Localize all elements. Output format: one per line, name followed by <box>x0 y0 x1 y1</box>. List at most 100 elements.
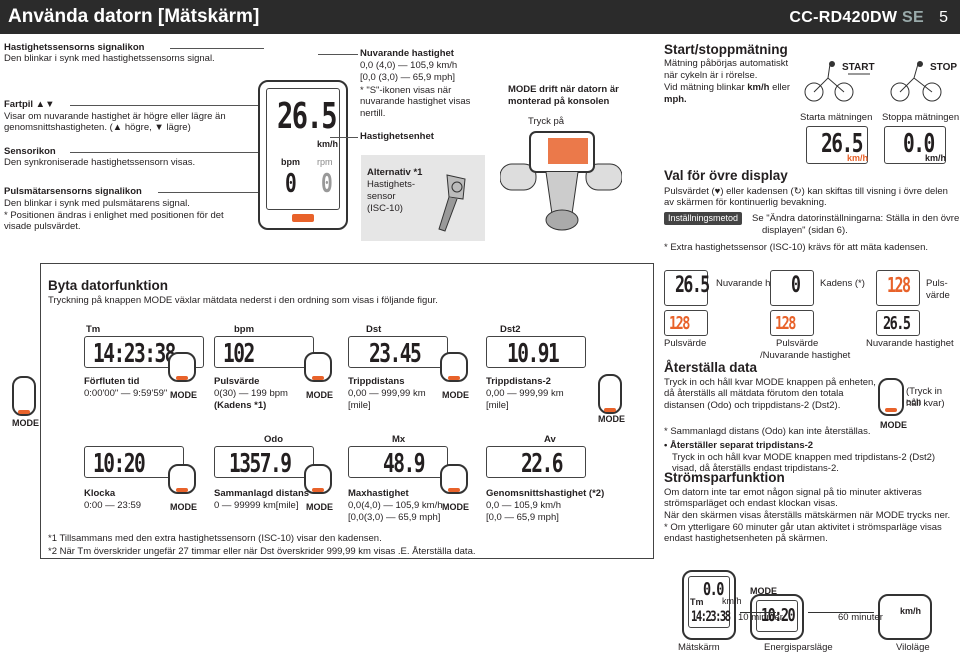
speed-title: Nuvarande hastighet <box>360 48 454 59</box>
dst2-extra: [mile] <box>486 400 509 411</box>
top-label-3: Puls- <box>926 278 948 289</box>
bpm-range: 0(30) — 199 bpm <box>214 388 288 399</box>
clock-lcd: 10:20 <box>84 446 184 479</box>
mode-label: MODE <box>442 502 469 512</box>
power-v2: 14:23:38 <box>691 609 731 625</box>
dst2-range: 0,00 — 999,99 km <box>486 388 564 399</box>
bm-lcd-3: 26.5 <box>876 310 920 336</box>
dst-range: 0,00 — 999,99 km <box>348 388 426 399</box>
mount-press: Tryck på <box>528 116 565 127</box>
odo-tag: Odo <box>264 434 283 445</box>
speed-signal-desc: Den blinkar i synk med hastighetssensorn… <box>4 53 215 64</box>
bpm-name: Pulsvärde <box>214 376 260 387</box>
reset-bullet-title: • Återställer separat tripdistans-2 <box>664 440 814 451</box>
bm-cap-2: Pulsvärde <box>776 338 819 349</box>
bm-cap-3: Nuvarande hastighet <box>866 338 954 349</box>
odo-name: Sammanlagd distans <box>214 488 310 499</box>
stop-value: 0.0 <box>903 129 935 159</box>
bottom-mode-v1: 128 <box>669 313 690 334</box>
dst2-tag: Dst2 <box>500 324 521 335</box>
power-mode: MODE <box>750 586 777 596</box>
power-title: Strömsparfunktion <box>664 470 785 485</box>
tm-name: Förfluten tid <box>84 376 140 387</box>
alt-sensor-box: Alternativ *1 Hastighets- sensor (ISC-10… <box>361 155 485 241</box>
start-caption: Starta mätningen <box>800 112 873 123</box>
sensor-title: Sensorikon <box>4 146 56 157</box>
main-speed-value: 26.5 <box>277 96 338 137</box>
alt-line1: Hastighets- <box>367 179 416 190</box>
bm-cap-1: Pulsvärde <box>664 338 707 349</box>
cyclist-icons <box>804 61 942 102</box>
start-stop-desc3: Vid mätning blinkar km/h eller <box>664 82 791 93</box>
top-mode-v1: 26.5 <box>675 273 710 298</box>
footnote-1: *1 Tillsammans med den extra hastighetss… <box>48 533 382 544</box>
tm-lcd-1: 26.5 <box>664 270 710 306</box>
dst2-lcd: 10.91 <box>486 336 586 369</box>
bpm-func-value: 102 <box>223 339 255 369</box>
bpm-value: 0 <box>285 169 297 199</box>
power-device-2: 10:20 <box>750 594 804 640</box>
main-speed-unit: km/h <box>317 139 339 149</box>
alt-label: Alternativ *1 <box>367 167 423 178</box>
power-unit-3: km/h <box>900 606 922 616</box>
stop-lcd: 0.0 km/h <box>884 126 946 164</box>
power-cap-1: Mätskärm <box>678 642 720 653</box>
mode-label: MODE <box>170 502 197 512</box>
settings-tag: Inställningsmetod <box>664 212 743 225</box>
bpm-label: bpm <box>281 157 300 167</box>
sensor-desc: Den synkroniserade hastighetssensorn vis… <box>4 157 196 168</box>
tm-tag: Tm <box>86 324 101 335</box>
power-desc1: Om datorn inte tar emot någon signal på … <box>664 487 922 510</box>
page-number: 5 <box>939 9 948 26</box>
power-cap-3: Viloläge <box>896 642 930 653</box>
bottom-mode-v2: 128 <box>775 313 796 334</box>
power-device-1: 0.0 Tm 14:23:38 <box>682 570 736 640</box>
start-unit: km/h <box>847 153 869 163</box>
start-stop-desc2: när cykeln är i rörelse. <box>664 70 758 81</box>
start-stop-title: Start/stoppmätning <box>664 42 788 57</box>
side-device-right <box>598 374 622 414</box>
dst-lcd: 23.45 <box>348 336 448 369</box>
mount-title-2: monterad på konsolen <box>508 96 610 107</box>
start-stop-desc4: mph. <box>664 94 687 105</box>
mx-extra: [0,0(3,0) — 65,9 mph] <box>348 512 441 523</box>
page-title: Använda datorn [Mätskärm] <box>8 6 260 27</box>
av-value: 22.6 <box>521 449 563 479</box>
dst2-value: 10.91 <box>507 339 560 369</box>
top-label-3b: värde <box>926 290 950 301</box>
start-label: START <box>842 62 875 73</box>
mode-label-right: MODE <box>598 414 625 424</box>
odo-range: 0 — 99999 km[mile] <box>214 500 299 511</box>
tm-lcd-2: 0 <box>770 270 814 306</box>
main-device: 26.5 km/h bpm rpm 0 0 <box>258 80 348 230</box>
speed-note: * "S"-ikonen visas när nuvarande hastigh… <box>360 85 471 119</box>
power-note: * Om ytterligare 60 minuter går utan akt… <box>664 522 942 545</box>
speed-sensor-icon <box>438 174 466 232</box>
mode-button[interactable] <box>292 214 314 222</box>
power-ten: 10 minuter <box>738 612 783 623</box>
power-unit-1: km/h <box>722 596 742 606</box>
av-lcd: 22.6 <box>486 446 586 479</box>
power-cap-2: Energisparsläge <box>764 642 833 653</box>
mx-tag: Mx <box>392 434 406 445</box>
reset-title: Återställa data <box>664 360 758 375</box>
av-tag: Av <box>544 434 556 445</box>
function-desc: Tryckning på knappen MODE växlar mätdata… <box>48 295 438 306</box>
reset-device <box>878 378 904 416</box>
settings-text2: displayen" (sidan 6). <box>762 225 848 236</box>
dst-tag: Dst <box>366 324 382 335</box>
mode-label-left: MODE <box>12 418 39 428</box>
mode-label: MODE <box>306 502 333 512</box>
reset-press: (Tryck in och <box>906 386 943 409</box>
mount-title-1: MODE drift när datorn är <box>508 84 619 95</box>
power-tm: Tm <box>690 597 704 607</box>
tm-value: 14:23:38 <box>93 339 176 369</box>
function-title: Byta datorfunktion <box>48 278 168 293</box>
other-display-desc: Pulsvärdet (♥) eller kadensen (↻) kan sk… <box>664 186 948 209</box>
power-desc2: När den skärmen visas återställs mätskär… <box>664 510 951 521</box>
speed-range-mph: [0,0 (3,0) — 65,9 mph] <box>360 72 456 83</box>
model-name: CC-RD420DW SE <box>789 9 924 26</box>
function-frame <box>40 263 654 559</box>
bpm-tag: bpm <box>234 324 255 335</box>
power-v3: 10:20 <box>761 605 796 626</box>
